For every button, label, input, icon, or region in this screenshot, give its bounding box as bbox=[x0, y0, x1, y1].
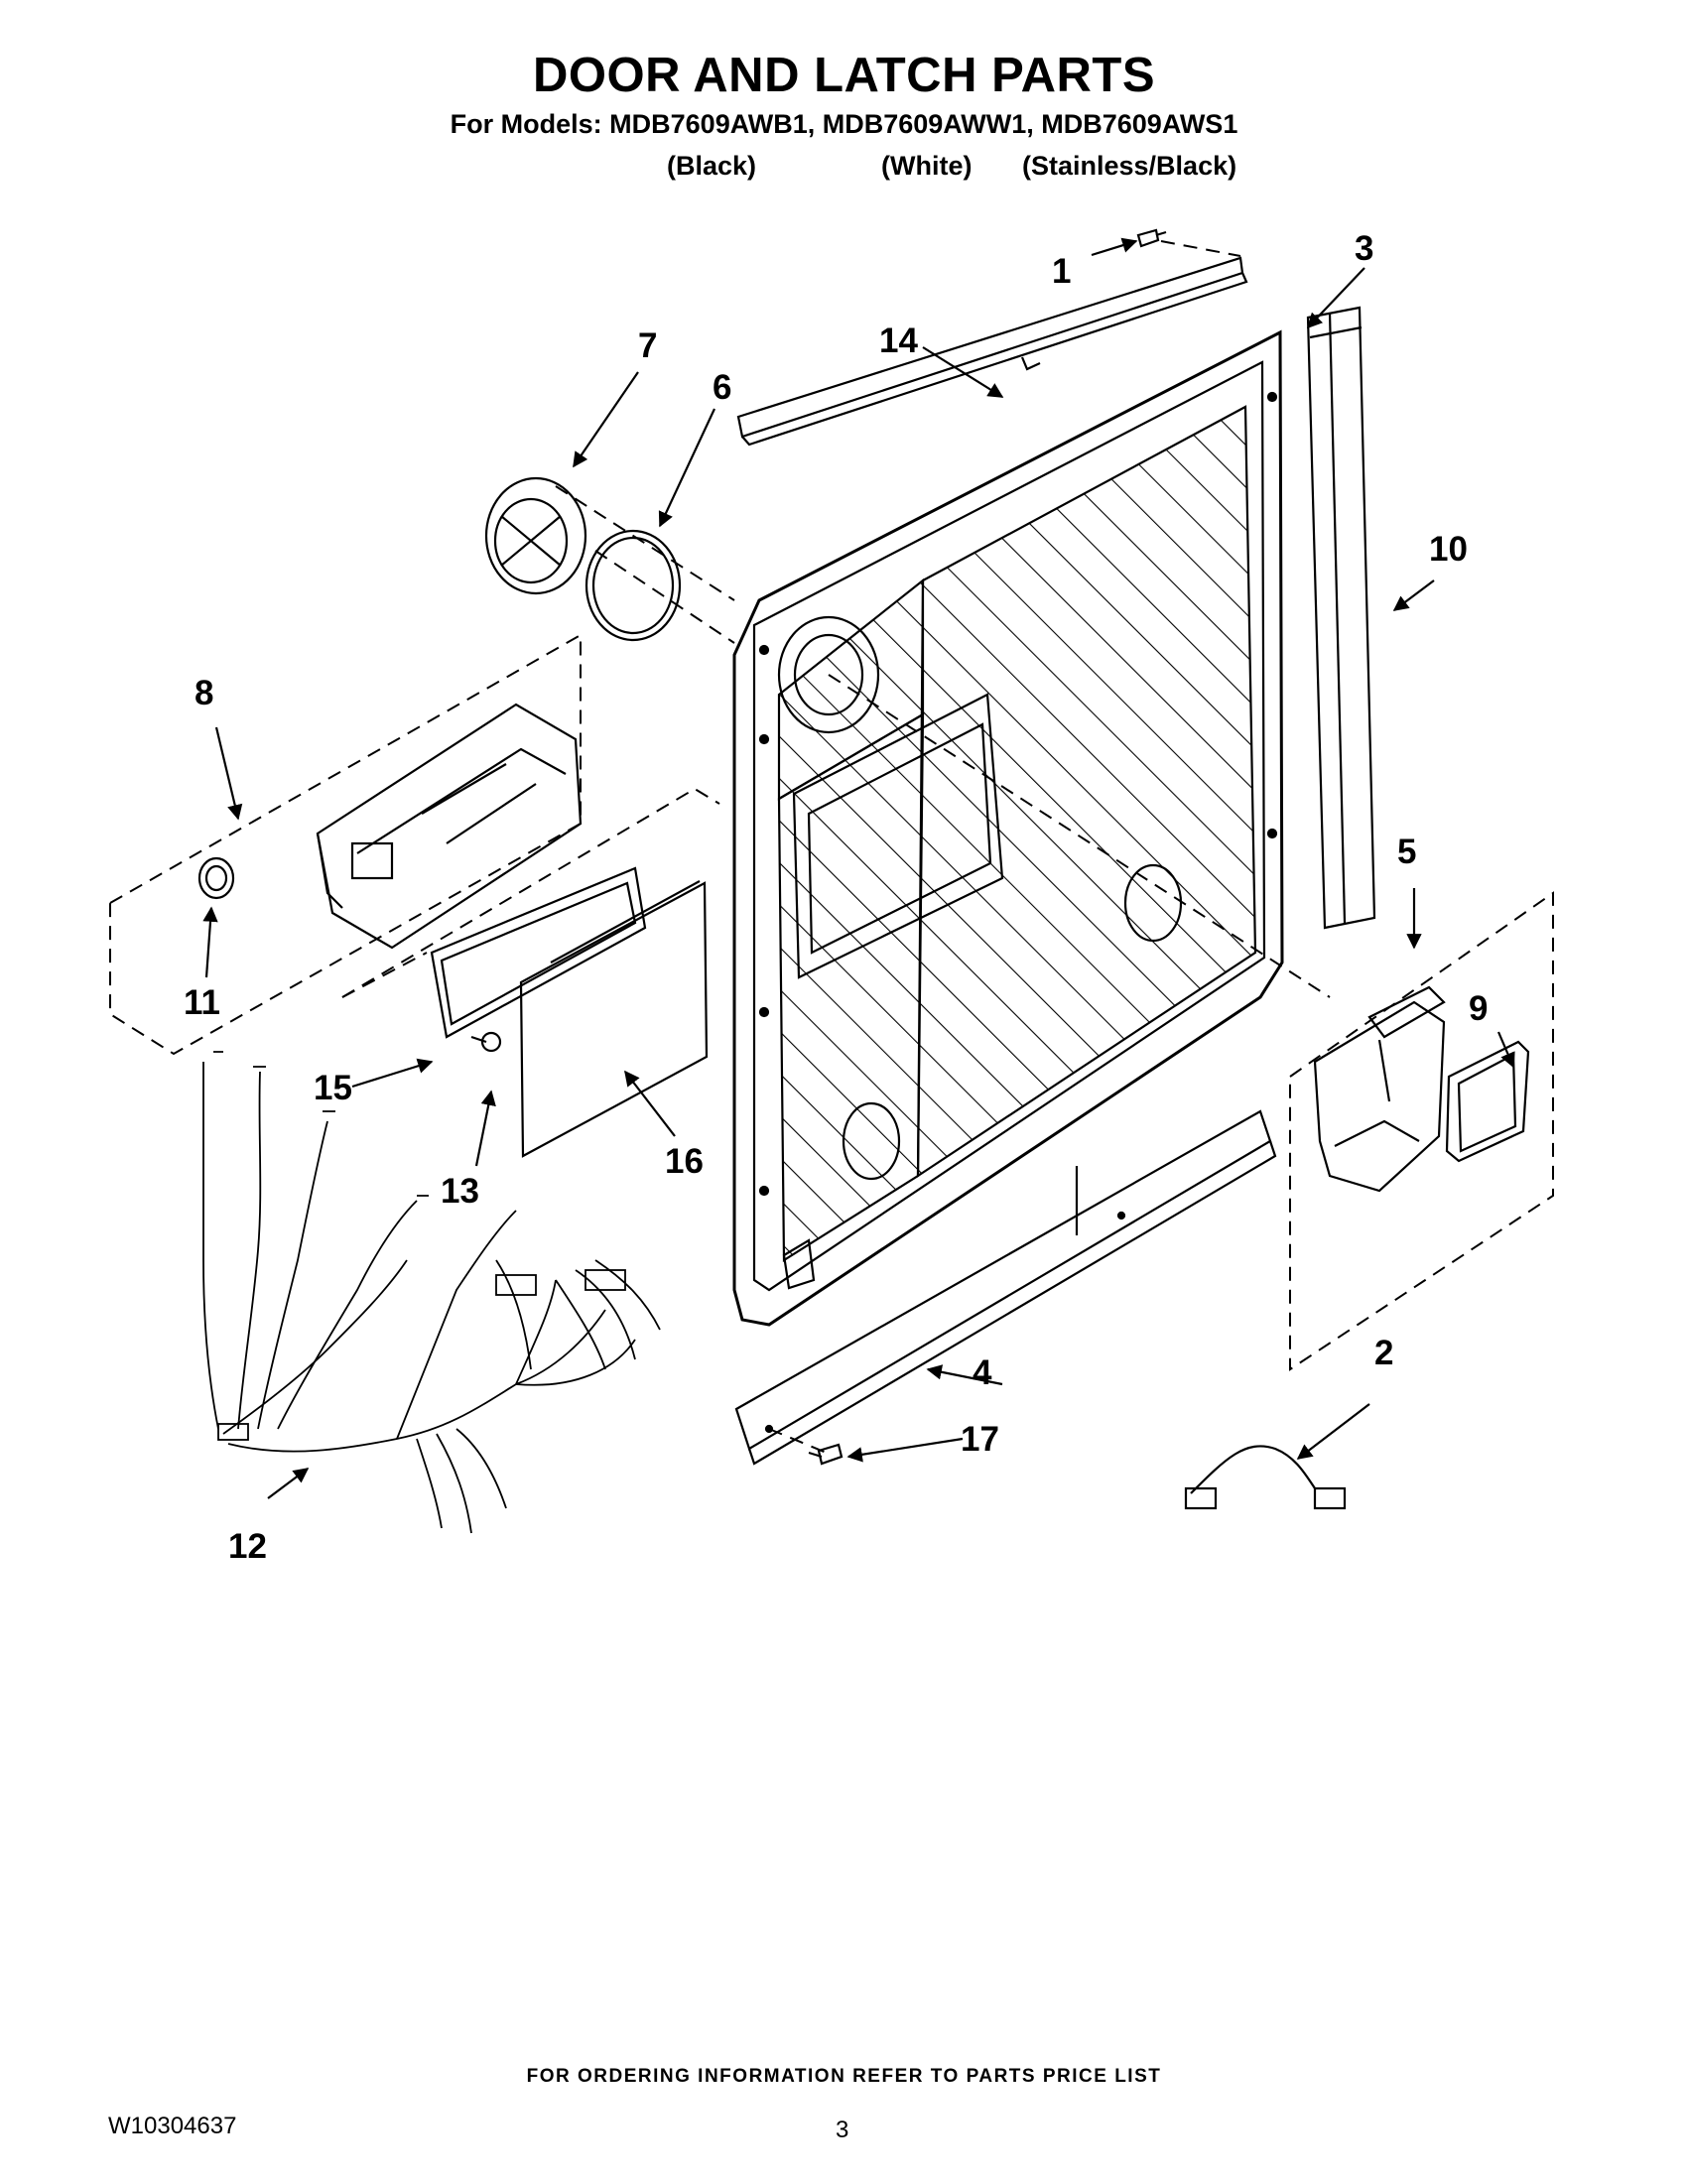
wire-jumper bbox=[1184, 1445, 1347, 1510]
callout-3: 3 bbox=[1355, 229, 1373, 268]
callout-13: 13 bbox=[441, 1172, 479, 1211]
callout-6: 6 bbox=[713, 368, 731, 407]
callout-2: 2 bbox=[1374, 1334, 1393, 1372]
top-trim-strip bbox=[736, 256, 1248, 447]
models-line: For Models: MDB7609AWB1, MDB7609AWW1, MD… bbox=[450, 109, 1238, 139]
callout-10: 10 bbox=[1429, 530, 1468, 569]
vent-housing bbox=[1313, 985, 1446, 1193]
wiring-harness bbox=[202, 1051, 661, 1534]
callout-1: 1 bbox=[1052, 252, 1071, 291]
callout-17: 17 bbox=[961, 1420, 999, 1459]
variant-stainless: (Stainless/Black) bbox=[1022, 151, 1237, 181]
variant-black: (Black) bbox=[667, 151, 757, 181]
callout-16: 16 bbox=[665, 1142, 704, 1181]
latch-plug bbox=[197, 856, 235, 900]
bottom-trim-strip bbox=[734, 1109, 1277, 1466]
document-number: W10304637 bbox=[108, 2113, 237, 2139]
bottom-screw bbox=[808, 1443, 844, 1466]
callout-14: 14 bbox=[879, 321, 918, 360]
callout-12: 12 bbox=[228, 1527, 267, 1566]
dispenser-cap bbox=[484, 476, 587, 595]
callout-11: 11 bbox=[184, 983, 220, 1022]
callout-5: 5 bbox=[1397, 833, 1416, 871]
callout-7: 7 bbox=[638, 326, 657, 365]
latch-assembly bbox=[316, 703, 583, 950]
side-gasket bbox=[1306, 306, 1376, 930]
callout-9: 9 bbox=[1469, 989, 1488, 1028]
board-screw bbox=[470, 1031, 502, 1053]
top-screw bbox=[1136, 228, 1167, 248]
ordering-note: FOR ORDERING INFORMATION REFER TO PARTS … bbox=[526, 2066, 1162, 2087]
control-board-frame bbox=[430, 866, 647, 1039]
control-board bbox=[519, 880, 709, 1158]
vent-gasket bbox=[1445, 1040, 1530, 1163]
callout-15: 15 bbox=[314, 1069, 352, 1107]
page-number: 3 bbox=[836, 2117, 849, 2143]
callout-8: 8 bbox=[195, 674, 213, 712]
page-title: DOOR AND LATCH PARTS bbox=[533, 49, 1155, 102]
variant-white: (White) bbox=[881, 151, 973, 181]
callout-4: 4 bbox=[973, 1353, 992, 1392]
inner-door-panel bbox=[732, 329, 1284, 1327]
seal-ring bbox=[584, 529, 682, 642]
